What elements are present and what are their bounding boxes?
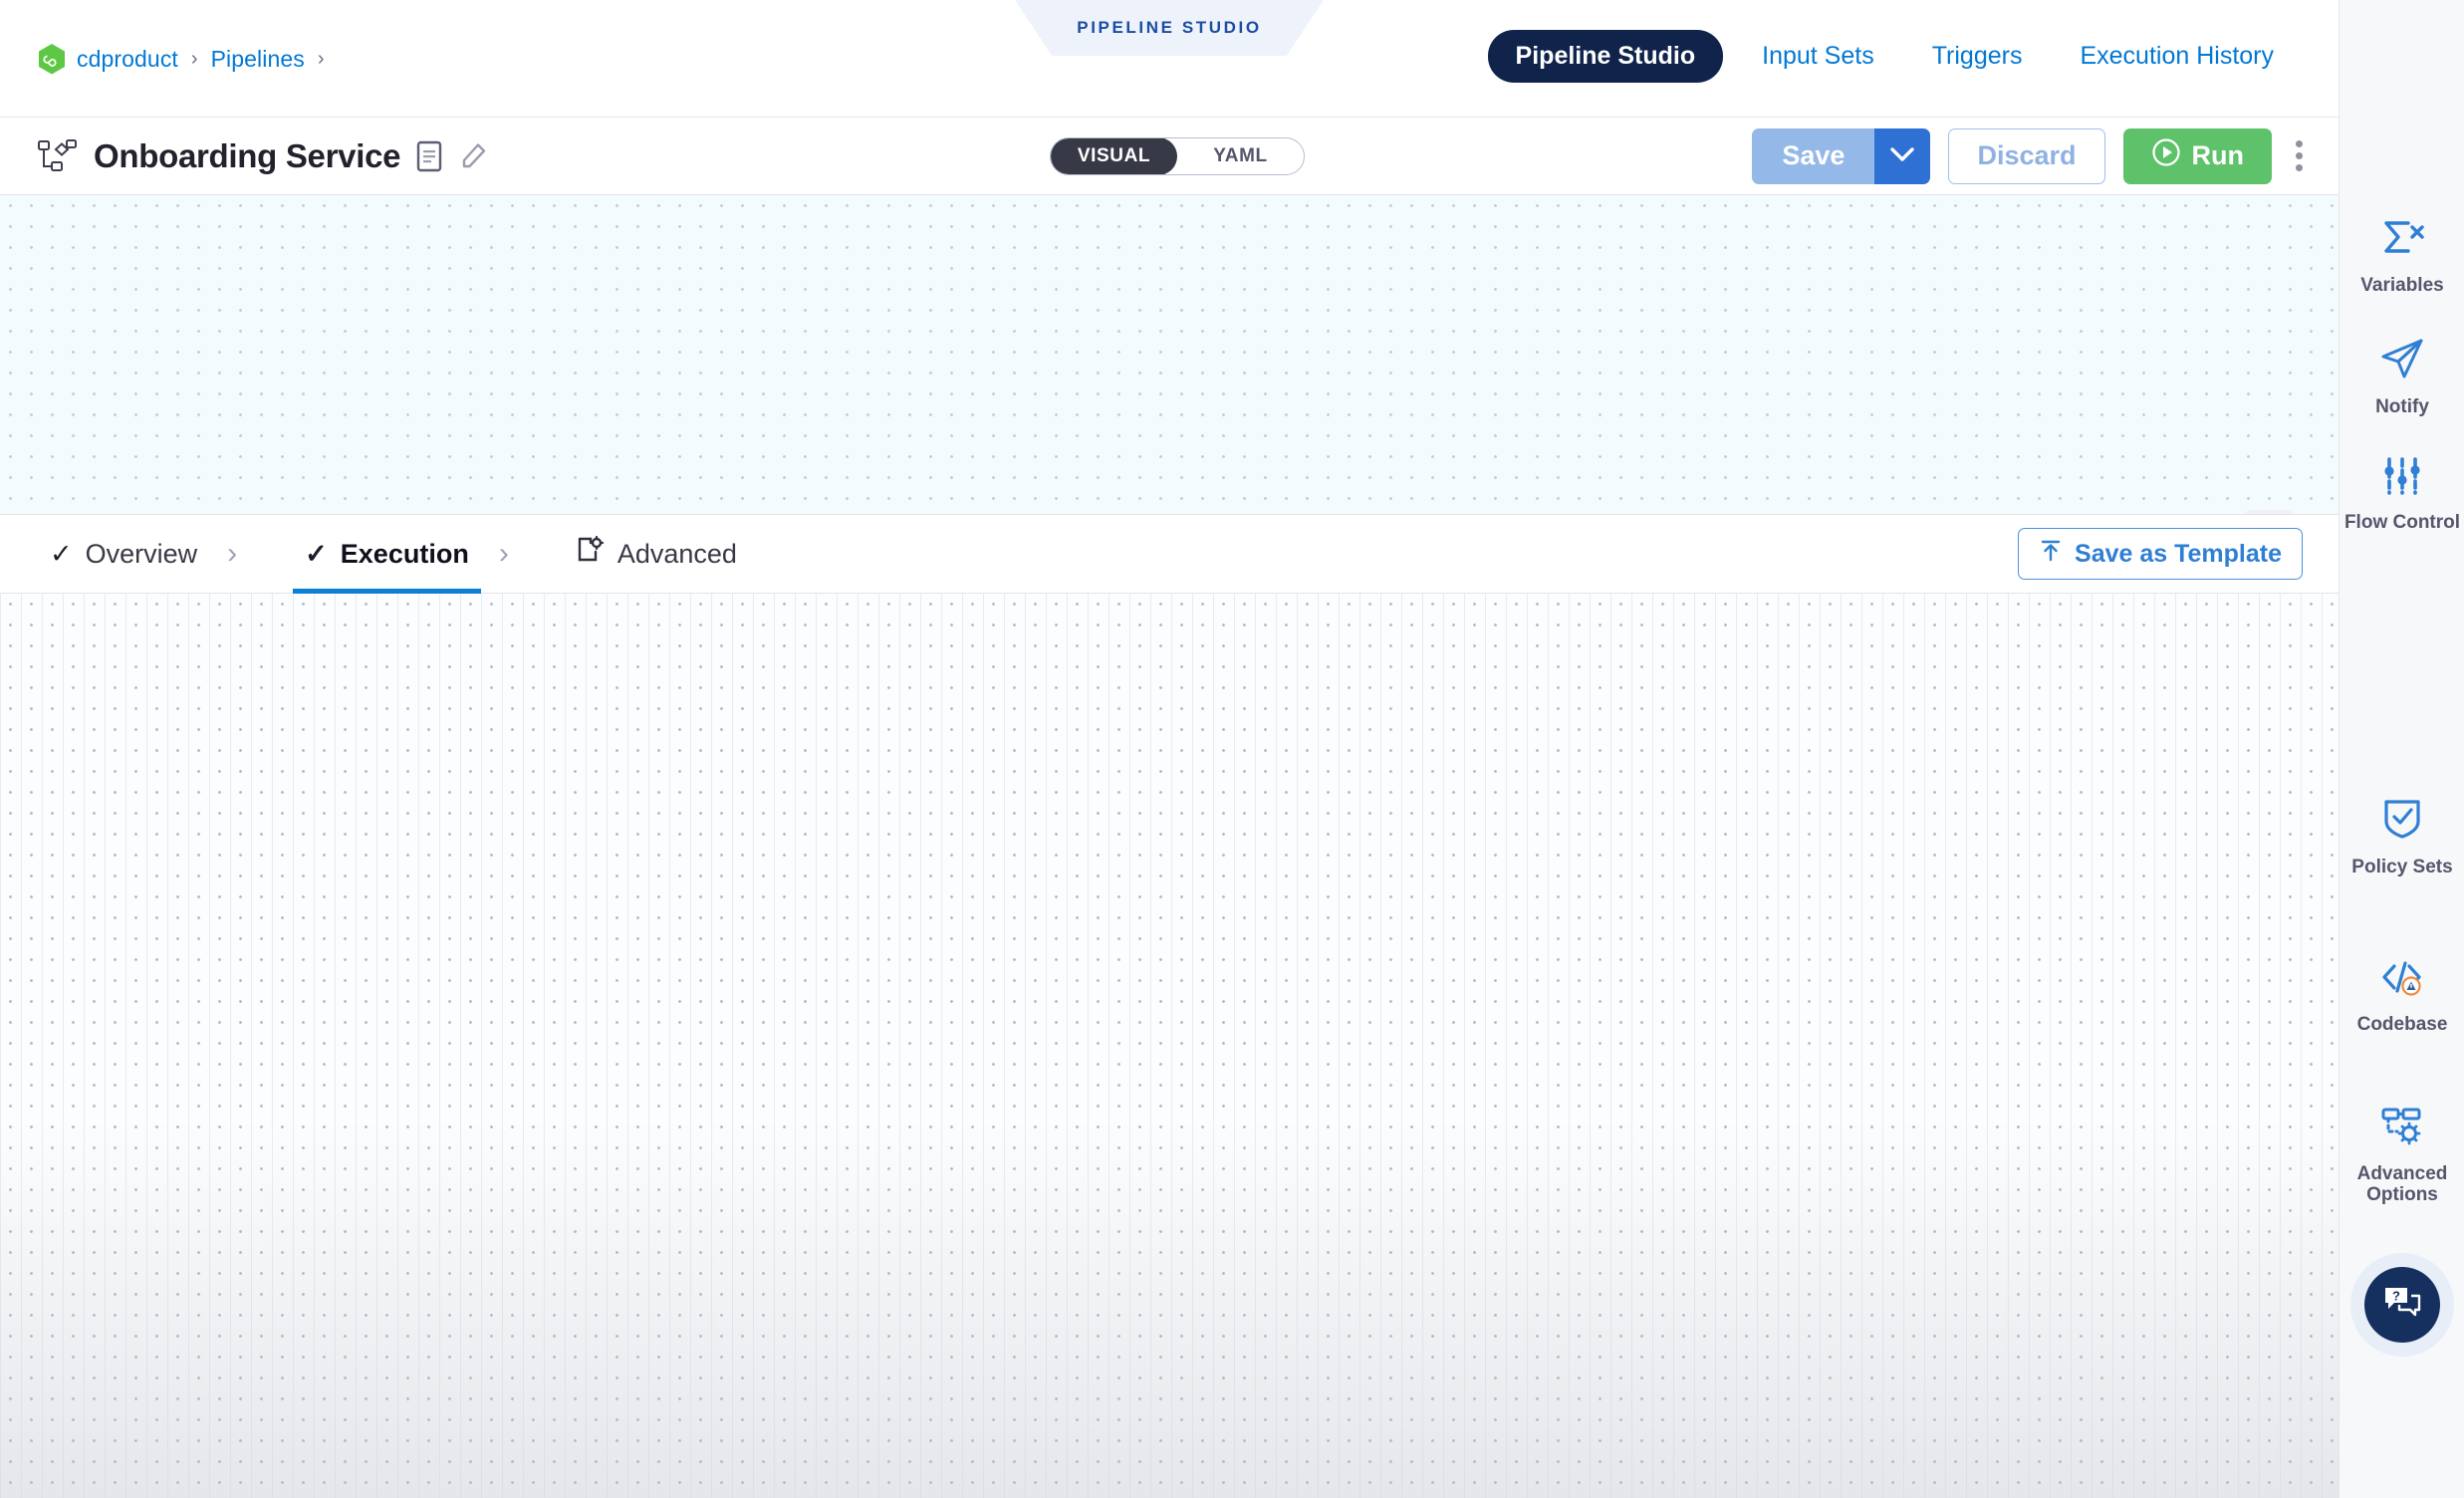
tab-advanced-label: Advanced <box>616 538 737 569</box>
check-icon: ✓ <box>305 538 328 569</box>
rail-item-codebase[interactable]: Codebase <box>2340 956 2464 1035</box>
breadcrumb-link-cdproduct[interactable]: cdproduct <box>77 46 178 72</box>
breadcrumb-separator-1: › <box>190 48 198 70</box>
rail-label-flow-control: Flow Control <box>2343 512 2461 533</box>
nav-tab-pipeline-studio[interactable]: Pipeline Studio <box>1487 30 1724 83</box>
rail-label-notify: Notify <box>2375 396 2429 417</box>
run-button-label: Run <box>2191 140 2244 170</box>
check-icon: ✓ <box>50 538 73 569</box>
fit-to-screen-button[interactable] <box>2243 510 2295 514</box>
top-bar: cdproduct › Pipelines › PIPELINE STUDIO … <box>0 0 2339 118</box>
save-as-template-button[interactable]: Save as Template <box>2018 528 2303 580</box>
toggle-option-visual[interactable]: VISUAL <box>1051 137 1177 174</box>
code-warning-icon <box>2378 956 2426 1003</box>
harness-infinity-logo-icon <box>38 44 66 75</box>
pencil-edit-icon[interactable] <box>458 140 488 172</box>
tab-overview-label: Overview <box>85 538 198 569</box>
pipeline-nodes-icon <box>38 138 78 173</box>
visual-yaml-toggle[interactable]: VISUAL YAML <box>1050 136 1305 175</box>
rail-label-advanced-options: Advanced Options <box>2356 1163 2448 1206</box>
discard-button[interactable]: Discard <box>1948 127 2105 184</box>
tab-execution-label: Execution <box>340 538 469 569</box>
tab-execution[interactable]: ✓ Execution <box>293 514 481 594</box>
nav-tab-execution-history[interactable]: Execution History <box>2080 42 2274 70</box>
rail-label-codebase: Codebase <box>2356 1014 2448 1035</box>
title-group: Onboarding Service <box>38 137 488 175</box>
toggle-option-yaml[interactable]: YAML <box>1213 144 1268 166</box>
rail-item-advanced-options[interactable]: Advanced Options <box>2340 1106 2464 1206</box>
rail-item-notify[interactable]: Notify <box>2340 337 2464 417</box>
save-button-group: Save <box>1752 127 1931 184</box>
svg-text:?: ? <box>2392 1288 2400 1303</box>
nodes-gear-icon <box>2378 1106 2426 1152</box>
run-button[interactable]: Run <box>2122 127 2272 184</box>
shield-check-icon <box>2380 797 2424 846</box>
save-button[interactable]: Save <box>1752 127 1875 184</box>
main-column: cdproduct › Pipelines › PIPELINE STUDIO … <box>0 0 2339 1498</box>
rail-item-variables[interactable]: Variables <box>2340 217 2464 296</box>
play-circle-icon <box>2151 137 2181 174</box>
stage-tab-bar: ✓ Overview › ✓ Execution › Advanced <box>0 514 2339 594</box>
tab-overview[interactable]: ✓ Overview <box>38 514 209 594</box>
description-icon[interactable] <box>416 140 442 172</box>
top-navigation: Pipeline Studio Input Sets Triggers Exec… <box>1487 30 2303 83</box>
tab-chevron-2: › <box>498 537 509 570</box>
rail-label-variables: Variables <box>2360 275 2444 296</box>
sliders-icon <box>2380 456 2424 501</box>
tab-chevron-1: › <box>227 537 238 570</box>
rail-label-policy-sets: Policy Sets <box>2351 857 2453 877</box>
breadcrumb: cdproduct › Pipelines › <box>38 44 327 75</box>
rail-item-flow-control[interactable]: Flow Control <box>2340 456 2464 533</box>
chevron-down-icon <box>1890 146 1915 165</box>
stage-canvas[interactable]: </> + Create and Update Service Add Stag… <box>0 195 2339 514</box>
help-chat-button[interactable]: ? <box>2363 1267 2440 1343</box>
save-dropdown-button[interactable] <box>1874 127 1931 184</box>
breadcrumb-separator-2: › <box>317 48 325 70</box>
upload-template-icon <box>2039 539 2063 570</box>
tab-advanced[interactable]: Advanced <box>565 514 749 594</box>
kebab-menu-icon[interactable] <box>2290 132 2309 179</box>
pipeline-studio-banner-label: PIPELINE STUDIO <box>1077 18 1262 37</box>
advanced-doc-gear-icon <box>577 535 605 573</box>
page-title: Onboarding Service <box>94 136 401 174</box>
execution-canvas[interactable]: </> </> + <box>0 594 2339 1498</box>
help-chat-icon: ? <box>2381 1284 2423 1327</box>
right-rail: Variables Notify Flow Control <box>2339 0 2464 1498</box>
save-as-template-label: Save as Template <box>2075 539 2282 568</box>
nav-tab-triggers[interactable]: Triggers <box>1931 42 2023 70</box>
sigma-x-icon <box>2379 217 2425 264</box>
paper-plane-icon <box>2379 337 2425 385</box>
breadcrumb-link-pipelines[interactable]: Pipelines <box>210 46 305 72</box>
rail-item-policy-sets[interactable]: Policy Sets <box>2340 797 2464 877</box>
stage-canvas-controls <box>2243 510 2295 514</box>
title-bar: Onboarding Service VISUAL <box>0 118 2339 195</box>
title-actions: Save Discard <box>1752 127 2309 184</box>
nav-tab-input-sets[interactable]: Input Sets <box>1762 42 1874 70</box>
pipeline-studio-banner: PIPELINE STUDIO <box>1015 0 1324 56</box>
